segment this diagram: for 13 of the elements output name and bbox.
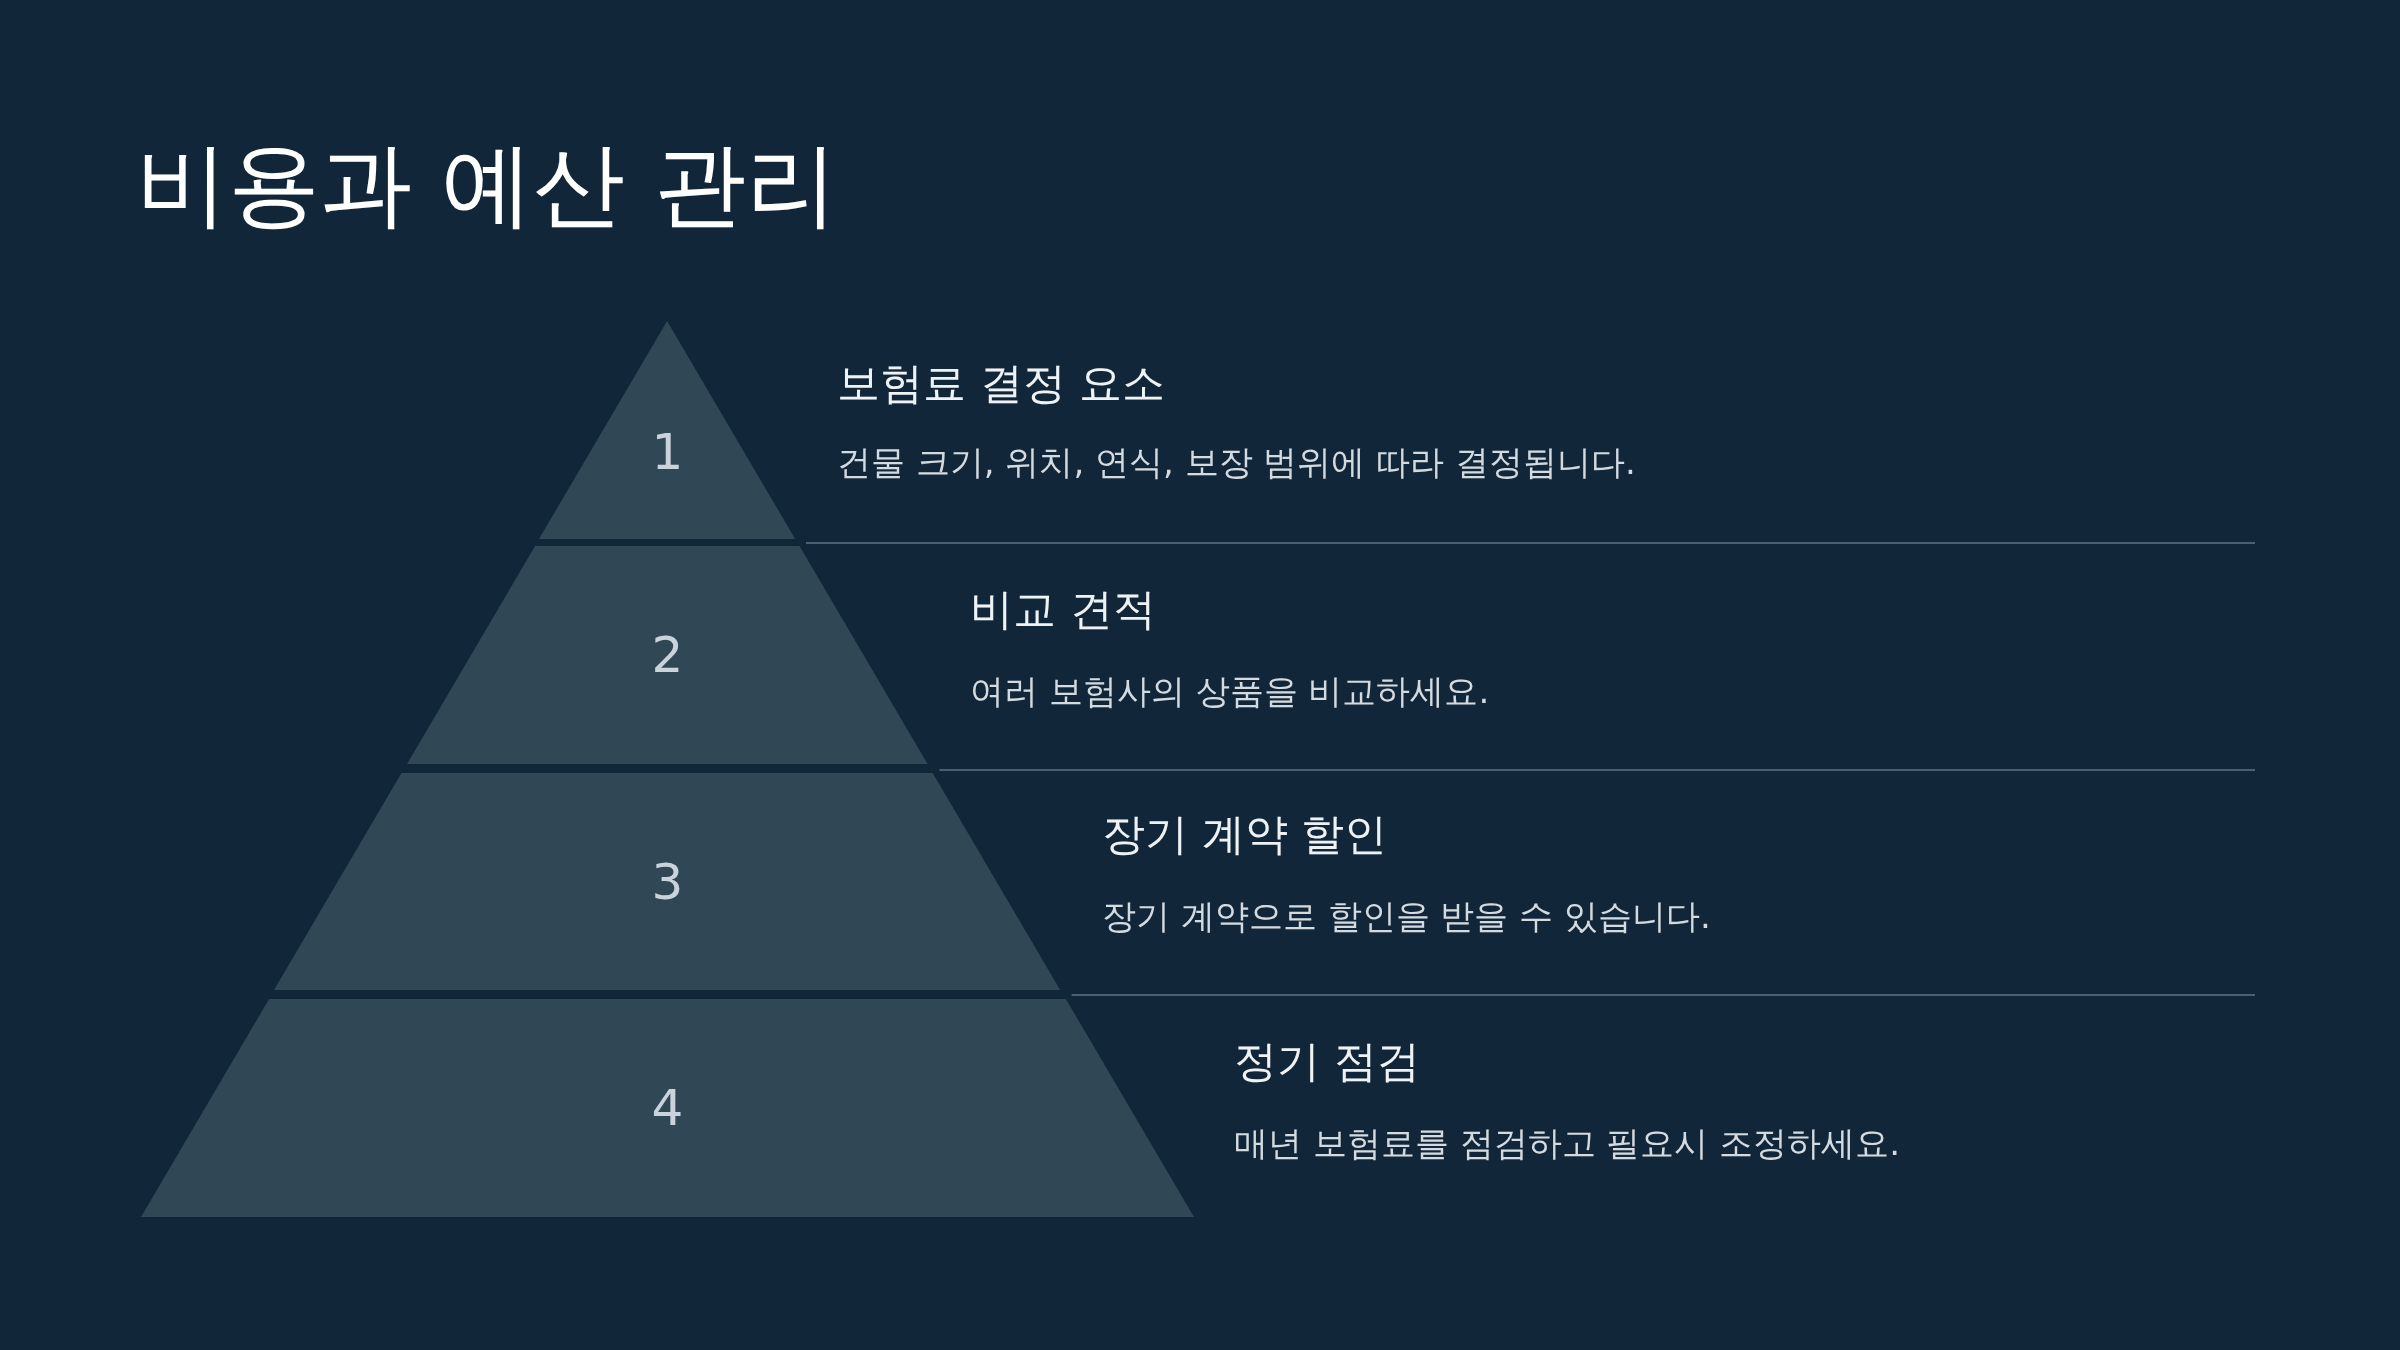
tier-description: 장기 계약으로 할인을 받을 수 있습니다. bbox=[1102, 896, 1711, 937]
slide-title: 비용과 예산 관리 bbox=[136, 130, 839, 240]
tier-description: 매년 보험료를 점검하고 필요시 조정하세요. bbox=[1234, 1123, 1901, 1164]
tier-number: 1 bbox=[651, 426, 684, 477]
tier-heading: 정기 점검 bbox=[1234, 1036, 1420, 1088]
tier-heading: 보험료 결정 요소 bbox=[837, 358, 1166, 410]
tier-number: 3 bbox=[651, 856, 684, 907]
tier-description: 여러 보험사의 상품을 비교하세요. bbox=[970, 671, 1490, 712]
tier-number: 2 bbox=[651, 630, 684, 680]
tier-number: 4 bbox=[651, 1083, 684, 1133]
tier-description: 건물 크기, 위치, 연식, 보장 범위에 따라 결정됩니다. bbox=[837, 442, 1636, 483]
tier-heading: 장기 계약 할인 bbox=[1102, 809, 1388, 861]
tier-heading: 비교 견적 bbox=[970, 584, 1156, 636]
